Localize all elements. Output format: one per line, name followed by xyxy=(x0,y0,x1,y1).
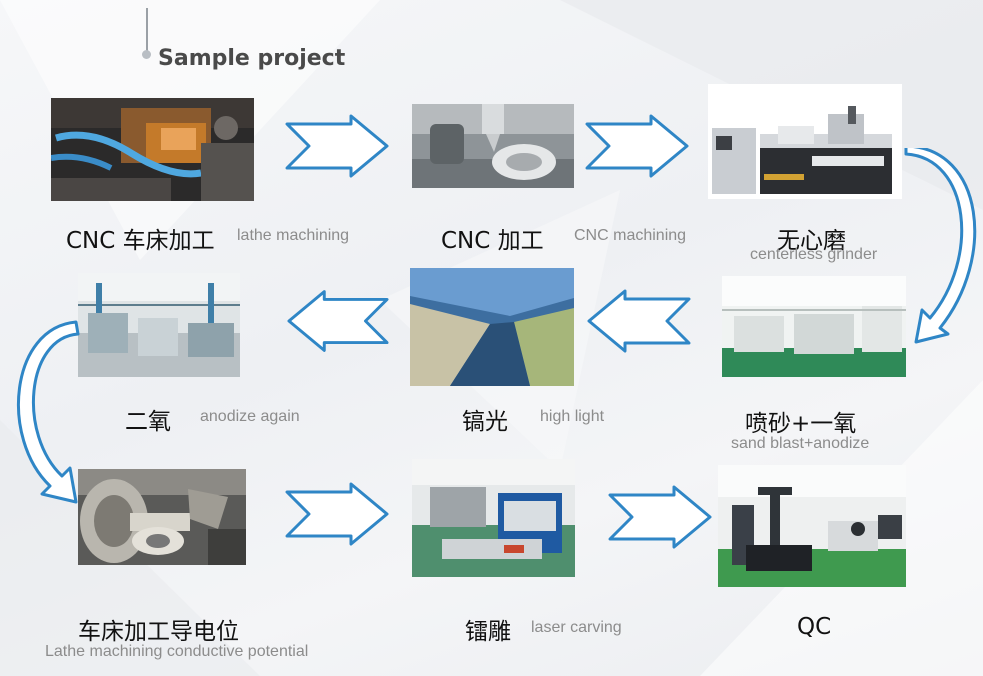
page-title: Sample project xyxy=(158,46,346,71)
step-desc-conductive-lathe: Lathe machining conductive potential xyxy=(45,643,309,660)
step-label-anodize-again: 二氧 xyxy=(125,409,171,435)
laser-carving-photo xyxy=(412,459,575,577)
step-label-cnc-lathe: CNC 车床加工 xyxy=(66,228,215,254)
step-desc-cnc-machining: CNC machining xyxy=(574,227,687,244)
title-accent-dot xyxy=(142,50,151,59)
step-label-qc: QC xyxy=(797,614,832,640)
high-light-edge-photo xyxy=(410,268,574,386)
flow-arrow-right-1 xyxy=(285,114,389,178)
flow-arrow-right-4 xyxy=(608,485,712,549)
flow-arrow-right-3 xyxy=(285,482,389,546)
centerless-grinder-photo xyxy=(708,84,902,199)
flow-arrow-curve-right xyxy=(900,148,980,348)
step-desc-centerless-grinder: centerless grinder xyxy=(750,246,878,263)
anodize-line-photo xyxy=(78,273,240,377)
qc-lab-photo xyxy=(718,465,906,587)
step-label-high-light: 镐光 xyxy=(462,409,508,435)
title-accent-line xyxy=(146,8,148,52)
flow-arrow-right-2 xyxy=(584,114,690,178)
flow-arrow-left-1 xyxy=(287,289,389,353)
step-desc-cnc-lathe: lathe machining xyxy=(237,227,350,244)
step-desc-laser-carving: laser carving xyxy=(531,619,622,636)
flow-arrow-left-2 xyxy=(586,289,692,353)
step-label-laser-carving: 镭雕 xyxy=(465,619,511,645)
step-label-sand-blast: 喷砂+一氧 xyxy=(745,411,857,437)
step-desc-sand-blast: sand blast+anodize xyxy=(731,435,870,452)
step-desc-anodize-again: anodize again xyxy=(200,408,300,425)
conductive-lathe-photo xyxy=(78,469,246,565)
step-label-cnc-machining: CNC 加工 xyxy=(441,228,544,254)
flow-arrow-curve-left xyxy=(0,318,80,518)
step-desc-high-light: high light xyxy=(540,408,605,425)
cnc-lathe-photo xyxy=(51,98,254,201)
cnc-machining-photo xyxy=(412,104,574,188)
sand-blast-workshop-photo xyxy=(722,276,906,377)
step-label-conductive-lathe: 车床加工导电位 xyxy=(78,619,239,645)
step-label-centerless-grinder: 无心磨 xyxy=(777,228,846,254)
